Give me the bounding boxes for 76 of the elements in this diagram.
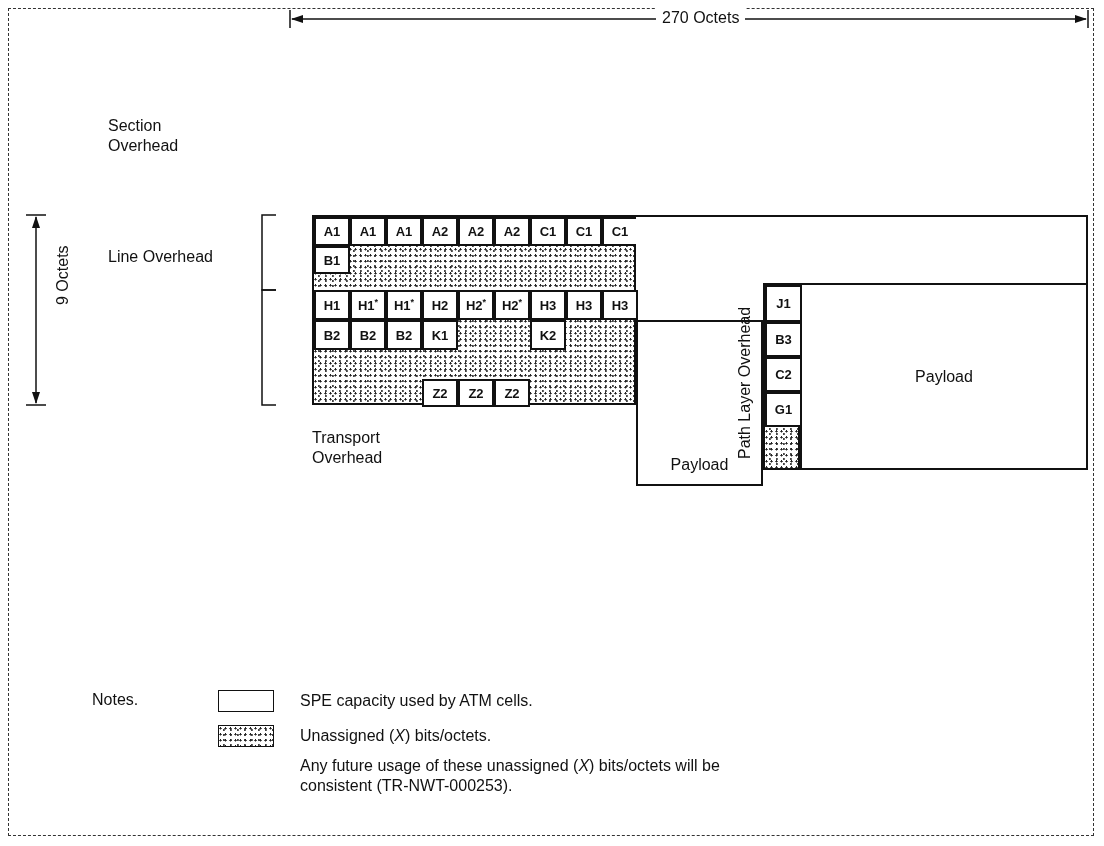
octet-cell: [314, 320, 350, 350]
octet-cell: [386, 290, 422, 320]
octet-cell: [458, 217, 494, 246]
notes-heading: Notes.: [92, 690, 139, 710]
octet-label: H1$^{*}$: [393, 296, 415, 314]
overhead-block: [763, 283, 800, 470]
octet-cell: [386, 320, 422, 350]
octet-label: K1: [431, 327, 449, 343]
octet-cell: [602, 217, 638, 246]
octet-cell: [314, 246, 350, 274]
octet-label: H2: [431, 297, 449, 313]
payload-label: Payload: [670, 456, 729, 474]
octet-label: G1: [774, 402, 793, 417]
octet-label: A2: [431, 224, 449, 239]
octet-label: Z2: [504, 385, 520, 401]
octet-label: B2: [323, 327, 341, 343]
region-label: Transport Overhead: [312, 428, 384, 468]
octet-label: B2: [359, 327, 377, 343]
section-label: Section Overhead: [108, 116, 180, 156]
octet-cell: [314, 217, 350, 246]
octet-cell: [765, 357, 802, 392]
octet-cell: [350, 217, 386, 246]
payload-box: [800, 283, 1088, 470]
octet-cell: [530, 320, 566, 350]
overhead-block: [312, 215, 636, 405]
octet-label: H1$^{*}$: [357, 296, 379, 314]
octet-label: H2$^{*}$: [501, 296, 523, 314]
octet-label: A1: [359, 224, 377, 239]
octet-label: B1: [323, 252, 341, 268]
section-label: Line Overhead: [108, 247, 214, 267]
octet-cell: [765, 392, 802, 427]
octet-label: A2: [503, 224, 521, 239]
region-label: Path Layer Overhead: [735, 305, 754, 459]
octet-label: Z2: [468, 385, 484, 401]
octet-cell: [458, 379, 494, 407]
octet-cell: [458, 290, 494, 320]
octet-label: B2: [395, 327, 413, 343]
octet-cell: [422, 379, 458, 407]
octet-cell: [765, 285, 802, 322]
octet-cell: [422, 290, 458, 320]
octet-cell: [530, 217, 566, 246]
octet-label: J1: [776, 296, 791, 311]
octet-cell: [494, 290, 530, 320]
octet-cell: [494, 217, 530, 246]
octet-cell: [314, 290, 350, 320]
octet-cell: [386, 217, 422, 246]
octet-label: K2: [539, 327, 557, 343]
octet-cell: [494, 379, 530, 407]
note-text: Any future usage of these unassigned (X) bits/octets will be consistent (TR-NWT-000253).: [300, 756, 721, 796]
legend-text: Unassigned (X) bits/octets.: [300, 726, 492, 746]
octet-label: A2: [467, 224, 485, 239]
octet-cell: [765, 322, 802, 357]
octet-label: B3: [775, 332, 792, 347]
octet-cell: [350, 320, 386, 350]
octet-label: H3: [575, 297, 593, 313]
octet-label: H3: [611, 297, 629, 313]
payload-label: Payload: [915, 367, 973, 386]
legend-text: SPE capacity used by ATM cells.: [300, 691, 533, 711]
octet-label: H2$^{*}$: [465, 296, 487, 314]
octet-cell: [566, 290, 602, 320]
octet-label: A1: [395, 224, 413, 239]
octet-label: C2: [775, 367, 792, 382]
frame-block: [636, 215, 1088, 285]
octet-label: Z2: [432, 385, 448, 401]
octet-label: C1: [539, 224, 557, 239]
octet-label: C1: [575, 224, 593, 239]
octet-cell: [350, 290, 386, 320]
octet-cell: [422, 320, 458, 350]
octet-label: C1: [611, 224, 629, 239]
octet-cell: [566, 217, 602, 246]
octet-cell: [422, 217, 458, 246]
octet-label: H3: [539, 297, 557, 313]
octet-label: H1: [323, 297, 341, 313]
octet-label: A1: [323, 224, 341, 239]
octet-cell: [530, 290, 566, 320]
octet-cell: [602, 290, 638, 320]
